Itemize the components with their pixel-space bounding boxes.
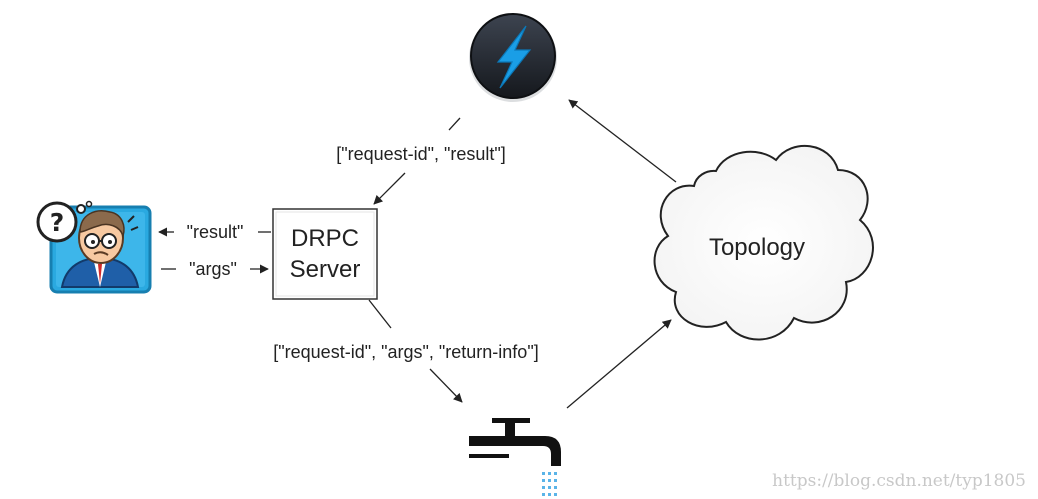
water-drips [542,472,557,496]
confused-man-icon: ? [36,200,152,294]
edge-label-request-result: ["request-id", "result"] [336,144,506,164]
edge-spout-to-topology [566,319,672,409]
lightning-bolt-icon [496,25,532,89]
edge-storm-to-server [373,117,461,205]
edge-topology-to-storm [568,99,677,183]
server-label-line1: DRPC [291,225,359,252]
storm-logo [469,13,557,102]
svg-text:?: ? [50,208,65,237]
server-label-line2: Server [290,256,361,283]
edge-label-args: "args" [189,259,237,279]
watermark: https://blog.csdn.net/typ1805 [772,471,1026,491]
topology-label: Topology [709,234,805,261]
topology-cloud: Topology [653,144,874,341]
edge-label-result: "result" [187,222,244,242]
edge-server-to-spout [368,299,463,403]
drpc-server-node: DRPC Server [272,208,378,300]
faucet-icon [469,418,561,496]
edge-label-request-args-return: ["request-id", "args", "return-info"] [273,342,538,362]
